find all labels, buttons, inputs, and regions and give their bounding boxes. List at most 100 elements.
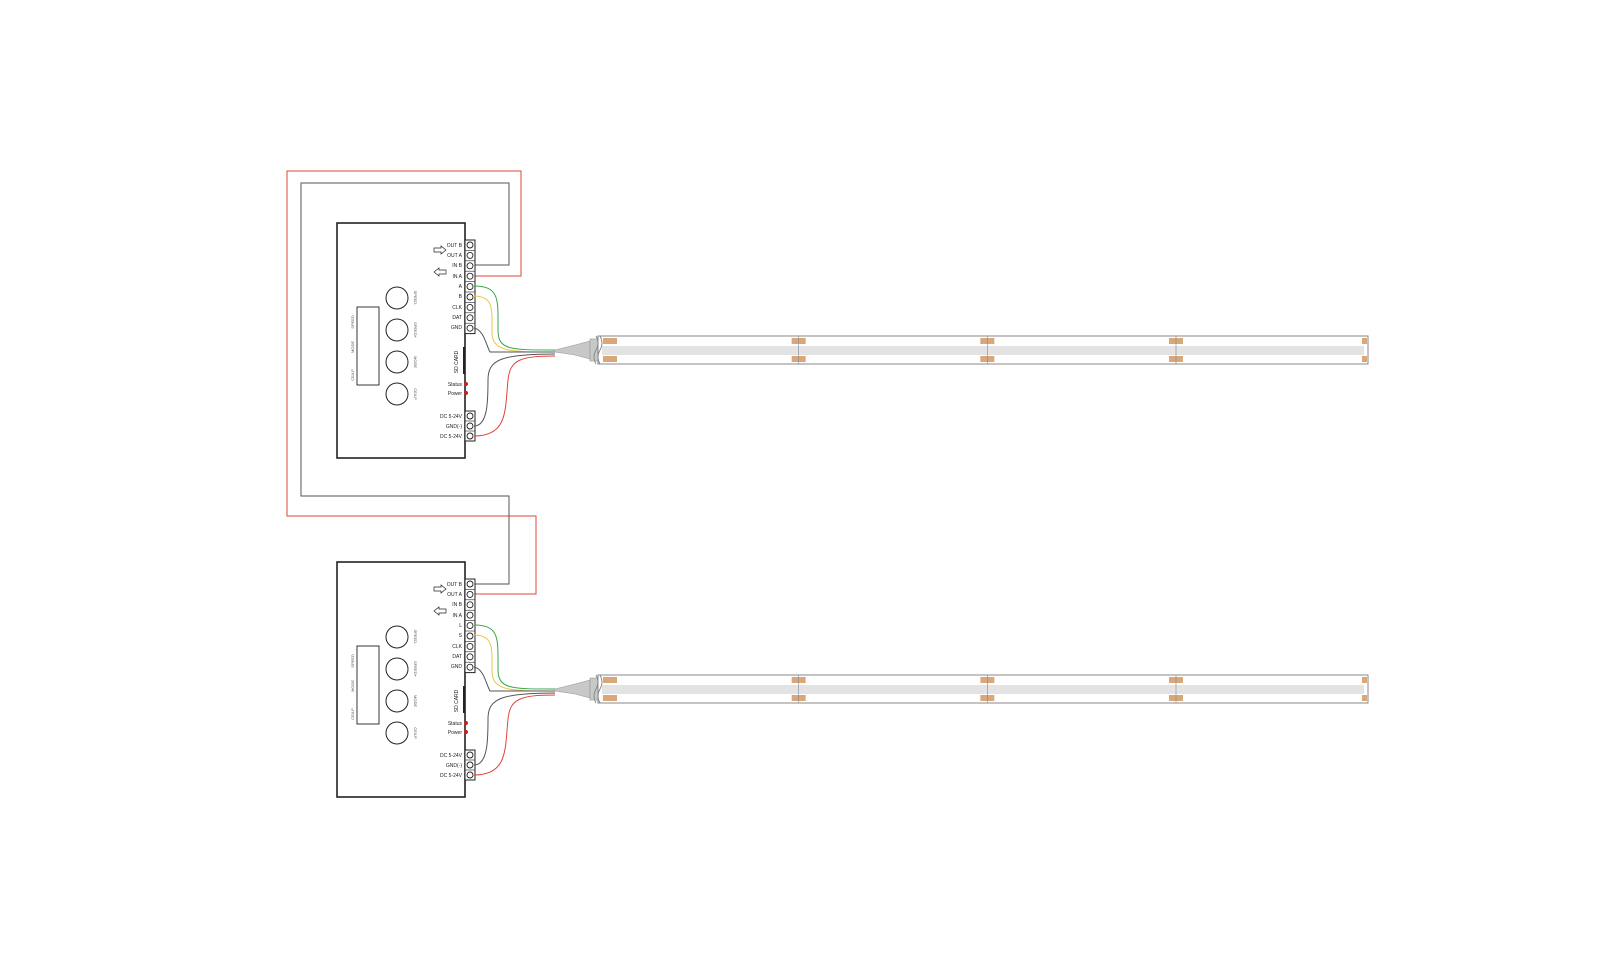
- green-data-wire: [473, 285, 556, 351]
- strip-cob-line: [602, 685, 1364, 694]
- strip-cob-line: [602, 346, 1364, 355]
- solder-pad: [1362, 338, 1367, 344]
- power-led: [464, 730, 468, 734]
- strip-wires-2: [473, 624, 556, 776]
- led-strip-2: [554, 674, 1369, 704]
- led-strip-1: [554, 335, 1369, 365]
- celp-button[interactable]: [385, 382, 409, 406]
- power-wire: [473, 355, 556, 437]
- terminal-screw-icon: [466, 303, 474, 311]
- button-label: SPEED+: [413, 322, 418, 339]
- terminal-screw-icon: [466, 580, 474, 588]
- solder-pad: [603, 338, 617, 344]
- output-arrow-icon: [433, 245, 447, 255]
- controller-1: SPEED MODE CE/LP SPEED- SPEED+ MODE CE/L…: [336, 222, 476, 459]
- terminal-label: IN B: [452, 602, 462, 608]
- button-label: CE/LP: [413, 727, 418, 739]
- terminal-screw-icon: [466, 761, 474, 769]
- gnd-power-wire: [473, 692, 556, 766]
- terminal-screw-icon: [466, 653, 474, 661]
- button-label: SPEED-: [413, 291, 418, 307]
- terminal-label: DC 5-24V: [440, 753, 463, 759]
- gnd-wire: [473, 666, 555, 692]
- gnd-power-wire: [473, 353, 556, 427]
- speed-minus-button[interactable]: [385, 286, 409, 310]
- strip-break-mark: [593, 674, 599, 704]
- terminal-screw-icon: [466, 622, 474, 630]
- terminal-screw-icon: [466, 272, 474, 280]
- power-wire: [473, 694, 556, 776]
- terminal-screw-icon: [466, 293, 474, 301]
- terminal-label: IN A: [453, 274, 463, 280]
- terminal-label: OUT B: [447, 243, 463, 249]
- led-label: Power: [448, 391, 463, 397]
- solder-pad: [1362, 356, 1367, 362]
- screen-label: MODE: [350, 680, 355, 692]
- terminal-label: L: [459, 623, 462, 629]
- sd-card-slot: [463, 347, 465, 374]
- speed-minus-button[interactable]: [385, 625, 409, 649]
- data-terminal-block: [464, 239, 476, 335]
- terminal-screw-icon: [466, 262, 474, 270]
- output-arrow-icon: [433, 584, 447, 594]
- data-terminal-block: [464, 578, 476, 674]
- button-label: MODE: [413, 356, 418, 368]
- strip-connector: [554, 679, 591, 699]
- controller-2: SPEED MODE CE/LP SPEED- SPEED+ MODE CE/L…: [336, 561, 476, 798]
- terminal-label: B: [459, 294, 463, 300]
- terminal-screw-icon: [466, 412, 474, 420]
- power-led: [464, 391, 468, 395]
- terminal-label: GND: [451, 325, 463, 331]
- led-label: Status: [448, 721, 463, 727]
- terminal-label: DC 5-24V: [440, 414, 463, 420]
- screen-label: MODE: [350, 341, 355, 353]
- led-label: Power: [448, 730, 463, 736]
- terminal-label: GND(-): [446, 424, 462, 430]
- sd-card-label: SD CARD: [454, 350, 460, 373]
- terminal-label: CLK: [452, 644, 462, 650]
- button-label: MODE: [413, 695, 418, 707]
- terminal-screw-icon: [466, 601, 474, 609]
- strip-connector: [554, 340, 591, 360]
- gnd-wire: [473, 327, 555, 353]
- strip-break-mark: [593, 335, 599, 365]
- power-terminal-block: [464, 410, 476, 442]
- terminal-screw-icon: [466, 590, 474, 598]
- terminal-screw-icon: [466, 771, 474, 779]
- terminal-label: DAT: [452, 315, 462, 321]
- terminal-screw-icon: [466, 642, 474, 650]
- button-label: CE/LP: [413, 388, 418, 400]
- terminal-label: DAT: [452, 654, 462, 660]
- speed-plus-button[interactable]: [385, 318, 409, 342]
- red-link-wire: [286, 170, 537, 595]
- terminal-screw-icon: [466, 611, 474, 619]
- mode-button[interactable]: [385, 350, 409, 374]
- terminal-screw-icon: [466, 432, 474, 440]
- power-terminal-block: [464, 749, 476, 781]
- status-led: [464, 721, 468, 725]
- terminal-label: OUT A: [447, 253, 463, 259]
- terminal-screw-icon: [466, 314, 474, 322]
- solder-pad: [1362, 695, 1367, 701]
- terminal-screw-icon: [466, 324, 474, 332]
- celp-button[interactable]: [385, 721, 409, 745]
- button-label: SPEED+: [413, 661, 418, 678]
- terminal-label: IN B: [452, 263, 462, 269]
- terminal-screw-icon: [466, 251, 474, 259]
- sync-link-wires: [286, 170, 537, 595]
- button-label: SPEED-: [413, 630, 418, 646]
- terminal-label: OUT B: [447, 582, 463, 588]
- input-arrow-icon: [433, 267, 447, 277]
- controller-screen: [356, 645, 380, 725]
- screen-label: CE/LP: [350, 369, 355, 381]
- terminal-label: CLK: [452, 305, 462, 311]
- solder-pad: [1362, 677, 1367, 683]
- terminal-screw-icon: [466, 422, 474, 430]
- speed-plus-button[interactable]: [385, 657, 409, 681]
- solder-pad: [603, 677, 617, 683]
- terminal-screw-icon: [466, 283, 474, 291]
- terminal-label: GND: [451, 664, 463, 670]
- terminal-screw-icon: [466, 632, 474, 640]
- mode-button[interactable]: [385, 689, 409, 713]
